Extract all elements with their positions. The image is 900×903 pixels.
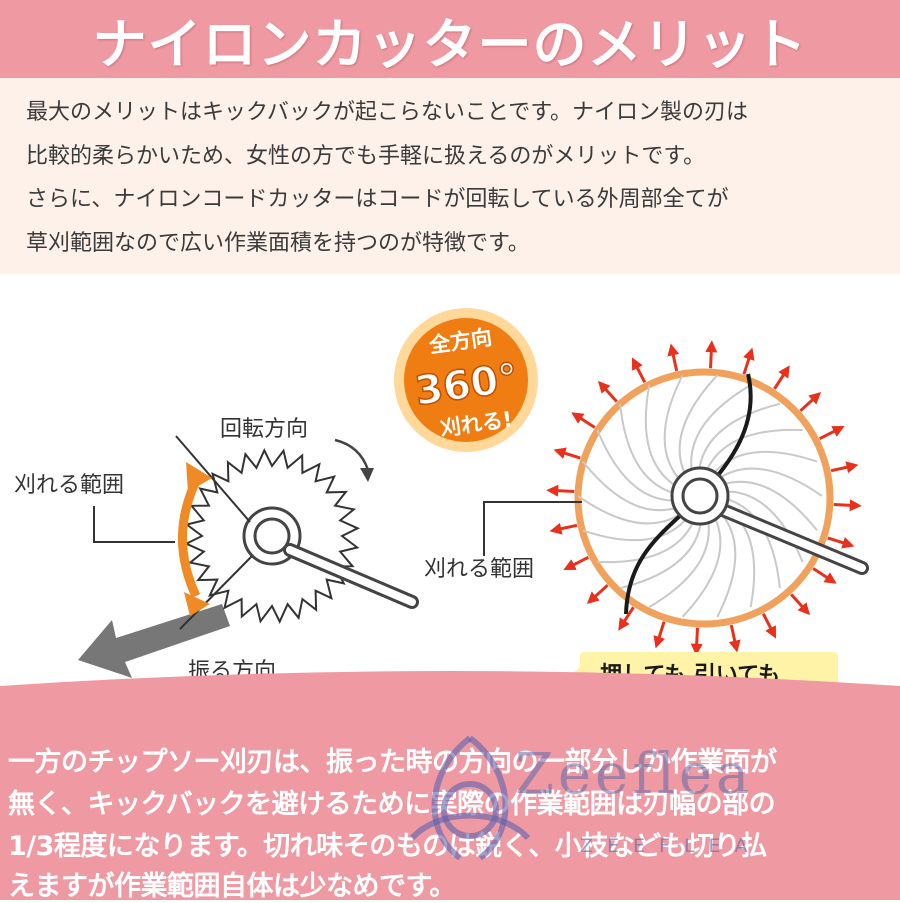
watermark-logo-icon [409, 735, 531, 861]
red-arrow-icon [586, 584, 609, 605]
cutter-hub-inner [681, 477, 719, 515]
red-arrow-icon [667, 343, 680, 372]
red-arrow-icon [728, 624, 741, 653]
red-arrow-icon [690, 627, 703, 656]
cut-range-label-right: 刈れる範囲 [424, 557, 534, 582]
intro-line: さらに、ナイロンコードカッターはコードが回転している外周部全てが [26, 187, 729, 212]
page-title: ナイロンカッターのメリット [92, 12, 808, 76]
rotation-arrow-icon [334, 438, 370, 471]
bottom-line: 無く、キックバックを避けるために実際の作業範囲は刃幅の部の [8, 789, 776, 820]
swing-direction-arrow [78, 604, 230, 678]
rotation-direction-label: 回転方向 [220, 417, 308, 442]
all-direction-arrows [546, 340, 862, 656]
intro-panel: 最大のメリットはキックバックが起こらないことです。ナイロン製の刃は 比較的柔らか… [0, 78, 900, 274]
red-arrow-icon [618, 606, 635, 631]
cut-range-label-left: 刈れる範囲 [14, 473, 124, 498]
360-badge: 全方向 360° 刈れる! [394, 308, 538, 452]
red-arrow-icon [761, 613, 777, 639]
intro-line: 最大のメリットはキックバックが起こらないことです。ナイロン製の刃は [26, 100, 749, 125]
chip-saw-diagram: 回転方向 刈れる範囲 振る方向 [14, 417, 419, 684]
red-arrow-icon [773, 365, 790, 390]
blade-hub-inner [253, 517, 291, 555]
red-arrow-icon [705, 340, 718, 369]
red-arrow-icon [571, 412, 596, 429]
cut-range-arrow [178, 474, 203, 598]
comparison-diagram: 回転方向 刈れる範囲 振る方向 刈れる範囲 全方向 360° 刈れる! [0, 308, 900, 714]
bottom-line: えますが作業範囲自体は少なめです。 [8, 871, 456, 902]
bottom-line: 1/3程度になります。切れ味そのものは鋭く、小枝なども切り払 [8, 831, 767, 862]
red-arrow-icon [827, 536, 855, 549]
red-arrow-icon [546, 484, 575, 497]
bottom-line: 一方のチップソー刈刃は、振った時の方向の一部分しか作業面が [8, 747, 777, 778]
red-arrow-icon [597, 380, 618, 403]
red-arrow-icon [742, 347, 755, 375]
title-bar: ナイロンカッターのメリット [0, 0, 900, 78]
bottom-panel: 一方のチップソー刈刃は、振った時の方向の一部分しか作業面が 無く、キックバックを… [0, 714, 900, 902]
red-arrow-icon [549, 522, 578, 535]
red-arrow-icon [830, 461, 859, 474]
red-arrow-icon [799, 391, 822, 412]
watermark-brand: Zeeflea [515, 742, 754, 807]
red-arrow-icon [553, 447, 581, 460]
intro-line: 比較的柔らかいため、女性の方でも手軽に扱えるのがメリットです。 [26, 144, 706, 169]
red-arrow-icon [819, 425, 845, 441]
red-arrow-icon [812, 567, 837, 584]
watermark-sub: ZEEFLEA [580, 835, 762, 857]
red-arrow-icon [653, 621, 666, 649]
red-arrow-icon [833, 499, 862, 512]
red-arrow-icon [631, 357, 647, 383]
intro-line: 草刈範囲なので広い作業面積を持つのが特徴です。 [26, 231, 530, 256]
red-arrow-icon [790, 593, 811, 616]
nylon-cutter-diagram: 刈れる範囲 全方向 360° 刈れる! 押しても 引いても [394, 308, 869, 696]
red-arrow-icon [563, 555, 589, 571]
